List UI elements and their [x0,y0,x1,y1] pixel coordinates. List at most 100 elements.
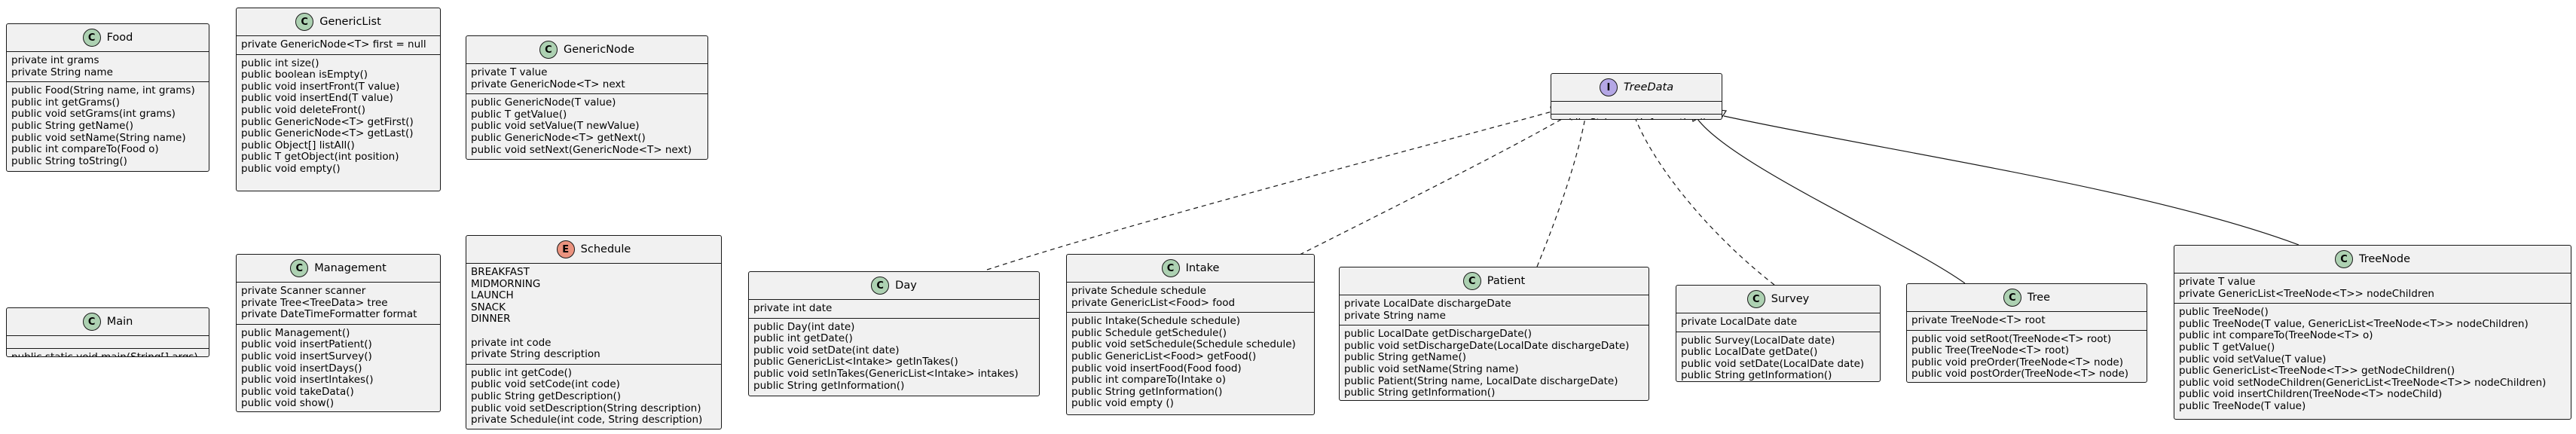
interface-treedata: ITreeDatapublic String getInformation() [1551,73,1722,120]
method-row: public String getName() [11,119,134,132]
method-row: public void setValue(T value) [2179,353,2327,365]
methods-section: public int size()public boolean isEmpty(… [237,53,440,179]
method-row: public GenericNode<T> getFirst() [241,115,414,128]
method-row: public String getDescription() [471,390,622,402]
field-row: private TreeNode<T> root [1911,314,2046,326]
method-row: public int size() [241,57,319,69]
field-row: private LocalDate date [1681,316,1798,328]
method-row: public void setSchedule(Schedule schedul… [1071,338,1296,351]
method-row: public T getValue() [2179,341,2275,353]
fields-section: private LocalDate date [1676,313,1880,332]
methods-section: public TreeNode()public TreeNode(T value… [2174,303,2571,415]
class-name: Food [106,32,133,44]
method-row: public Food(String name, int grams) [11,84,195,97]
method-row: public void setDescription(String descri… [471,402,701,414]
method-row: public Day(int date) [753,320,855,333]
methods-section: public Management()public void insertPat… [237,323,440,411]
method-row: public void insertFront(T value) [241,80,400,93]
class-name: GenericNode [563,44,635,56]
class-name: GenericList [319,16,381,28]
method-row: public GenericNode(T value) [471,96,616,109]
stereotype-class-icon: C [295,13,314,31]
stereotype-enum-icon: E [556,240,575,258]
methods-section: public Food(String name, int grams) publi… [7,81,209,170]
relation-survey-treedata [1634,117,1775,286]
field-row: BREAKFAST [471,266,530,278]
stereotype-class-icon: C [539,41,558,59]
field-row: private T value [2179,276,2256,288]
method-row: public int compareTo(Food o) [11,143,159,156]
class-name: Main [106,316,133,328]
method-row: public Tree(TreeNode<T> root) [1911,344,2070,357]
stereotype-class-icon: C [1462,272,1481,290]
field-row: private String name [11,66,113,78]
method-row: public String getName() [1344,351,1467,364]
method-row: public GenericList<TreeNode<T>> getNodeC… [2179,365,2455,377]
field-row: MIDMORNING [471,277,541,290]
method-row: public String getInformation() [1071,385,1223,398]
method-row: public T getValue() [471,108,567,121]
method-row: public void setName(String name) [11,131,186,144]
method-row: public void setCode(int code) [471,378,620,391]
method-row: public String getInformation() [753,379,905,392]
method-row: public Survey(LocalDate date) [1681,334,1835,347]
class-name: Tree [2027,292,2051,304]
fields-section: private TreeNode<T> root [1907,312,2147,330]
method-row: public void empty() [241,162,341,175]
methods-section: public GenericNode(T value)public T getV… [466,93,707,159]
field-row: private String description [471,348,600,361]
method-row: public void insertFood(Food food) [1071,362,1242,374]
field-row: private int date [753,302,833,314]
methods-section: public Day(int date)public int getDate()… [749,317,1039,396]
method-row: public TreeNode() [2179,306,2269,319]
field-row: private T value [471,66,548,78]
stereotype-class-icon: C [871,277,890,295]
stereotype-class-icon: C [1746,290,1765,308]
method-row: public void show() [241,397,335,410]
method-row: public void empty () [1071,397,1174,410]
methods-section: public Survey(LocalDate date)public Loca… [1676,331,1880,381]
method-row: public void insertDays() [241,362,362,374]
field-row: private int code [471,336,552,349]
class-header: C Food [7,24,209,52]
method-row: public void takeData() [241,385,354,398]
field-row: private Schedule schedule [1071,285,1206,297]
field-row: private GenericNode<T> next [471,78,625,90]
class-header: C GenericList [237,8,440,36]
method-row: public void setInTakes(GenericList<Intak… [753,367,1019,380]
methods-section: public Intake(Schedule schedule)public S… [1067,312,1314,413]
method-row: public int getCode() [471,366,573,379]
field-row: private String name [1344,309,1446,322]
method-row: public Schedule getSchedule() [1071,326,1227,339]
method-row: public void setGrams(int grams) [11,108,176,121]
relation-tree-treedata [1697,118,1966,284]
field-row: DINNER [471,313,511,326]
stereotype-class-icon: C [82,29,101,47]
field-row: private Scanner scanner [241,285,366,297]
method-row: public void deleteFront() [241,103,365,116]
method-row: public GenericNode<T> getLast() [241,127,414,140]
class-name: Survey [1771,293,1810,305]
field-row: SNACK [471,301,506,313]
stereotype-class-icon: C [2003,289,2021,307]
method-row: public void insertIntakes() [241,374,374,387]
methods-section: public LocalDate getDischargeDate() publi… [1340,325,1649,400]
method-row: public LocalDate getDischargeDate() [1344,328,1532,341]
relation-patient-treedata [1536,117,1586,267]
field-row: private DateTimeFormatter format [241,308,417,321]
